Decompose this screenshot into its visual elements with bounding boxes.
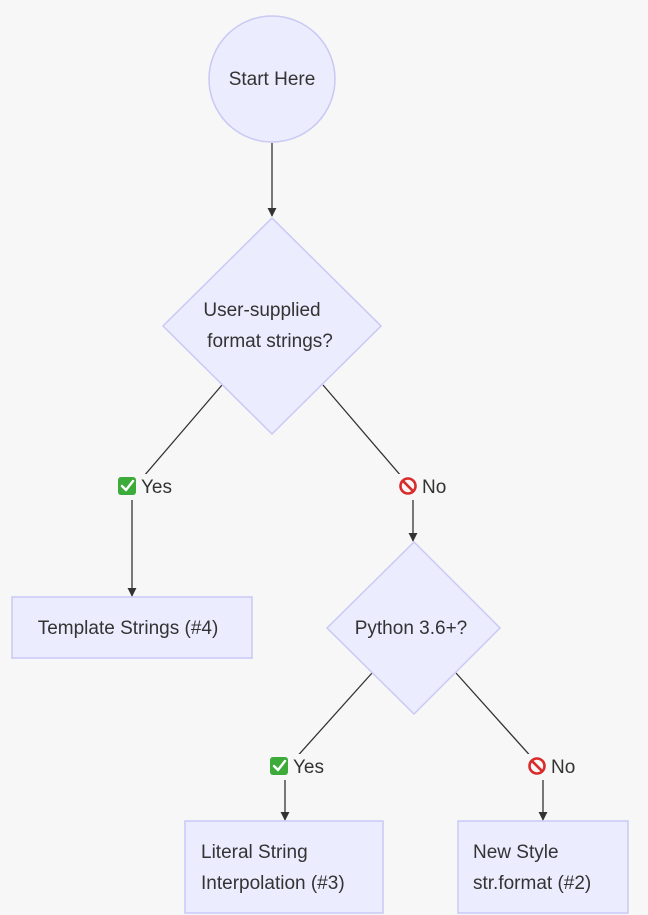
edge-label-yes-2: Yes xyxy=(268,754,330,780)
edge-label-yes-1-text: Yes xyxy=(141,477,172,498)
edge-python-to-new-style xyxy=(455,672,548,821)
user-supplied-decision-node xyxy=(161,216,383,436)
edge-user-supplied-to-python xyxy=(322,384,418,542)
new-style-label-line2: str.format (#2) xyxy=(473,873,591,894)
check-mark-icon xyxy=(118,477,136,495)
edge-label-no-2: No xyxy=(526,754,582,780)
new-style-node xyxy=(457,820,629,914)
user-supplied-decision-label-line1: User-supplied xyxy=(203,300,320,321)
edge-label-yes-1: Yes xyxy=(116,474,178,500)
check-mark-icon xyxy=(270,757,288,775)
literal-interpolation-label-line2: Interpolation (#3) xyxy=(201,873,345,894)
prohibited-icon xyxy=(528,757,546,775)
python-version-decision-node xyxy=(325,540,502,716)
template-strings-node xyxy=(11,596,253,659)
edge-label-no-1: No xyxy=(397,474,453,500)
user-supplied-decision-label-line2: format strings? xyxy=(207,331,333,352)
new-style-label-line1: New Style xyxy=(473,842,559,863)
start-node-label: Start Here xyxy=(229,69,316,90)
literal-interpolation-label-line1: Literal String xyxy=(201,842,308,863)
start-node xyxy=(208,15,336,143)
prohibited-icon xyxy=(399,477,417,495)
python-version-decision-label: Python 3.6+? xyxy=(355,618,468,639)
edge-python-to-literal xyxy=(280,672,373,821)
edge-label-yes-2-text: Yes xyxy=(293,757,324,778)
edge-label-no-2-text: No xyxy=(551,757,575,778)
template-strings-label: Template Strings (#4) xyxy=(38,618,219,639)
edge-label-no-1-text: No xyxy=(422,477,446,498)
literal-interpolation-node xyxy=(184,820,384,914)
